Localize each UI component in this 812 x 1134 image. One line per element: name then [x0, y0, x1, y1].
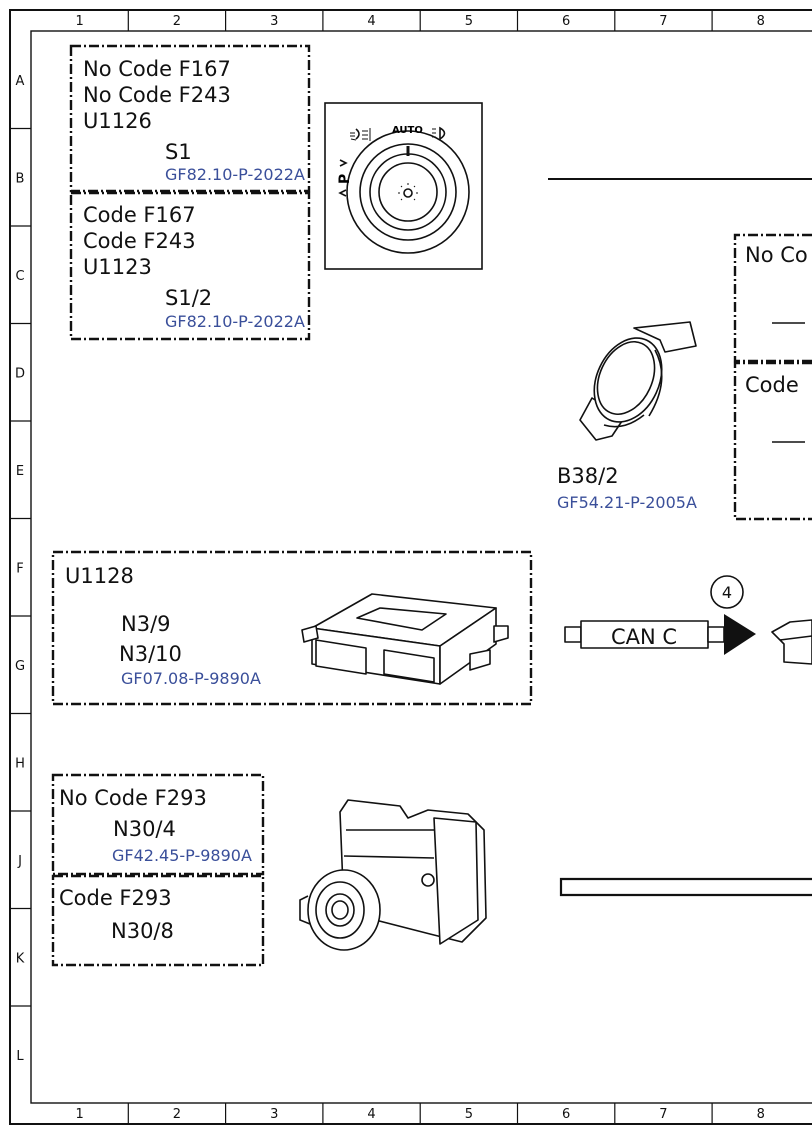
grid-column-label: 7	[659, 1107, 667, 1122]
s1-part-label: S1	[165, 140, 192, 164]
n30-code-box	[51, 874, 265, 967]
grid-row-label: D	[15, 366, 25, 381]
marker-number: 4	[722, 583, 732, 602]
outer-frame	[9, 9, 812, 1125]
n30-code-line1: Code F293	[59, 886, 172, 910]
right-code-box	[733, 361, 812, 521]
grid-column-label: 1	[76, 14, 84, 29]
grid-column-label: 6	[562, 14, 570, 29]
n30-4-part-label: N30/4	[113, 817, 176, 841]
n30-nocode-line1: No Code F293	[59, 786, 207, 810]
control-unit-illustration	[301, 593, 509, 685]
grid-column-label: 3	[270, 14, 278, 29]
right-nocode-line1: No Co	[745, 243, 808, 267]
can-connector	[564, 575, 756, 655]
grid-row-label: G	[15, 659, 25, 674]
lamp-icon	[398, 183, 418, 201]
grid-row-label: C	[15, 269, 24, 284]
grid-column-label: 7	[659, 14, 667, 29]
sensor-part-label: B38/2	[557, 464, 619, 488]
grid-column-label: 5	[465, 1107, 473, 1122]
grid-column-label: 8	[757, 1107, 765, 1122]
can-bus-label: CAN C	[611, 625, 677, 649]
grid-column-label: 6	[562, 1107, 570, 1122]
grid-row-label: K	[16, 951, 25, 966]
grid-column-label: 8	[757, 14, 765, 29]
grid-column-ruler: 1 1 2 2 3 3 4 4 5 5 6 6 7 7 8 8	[76, 10, 765, 1124]
grid-row-label: L	[16, 1049, 24, 1064]
grid-row-label: E	[16, 464, 24, 479]
grid-column-label: 4	[367, 14, 375, 29]
n30-nocode-box	[51, 773, 265, 876]
s1-nocode-line2: No Code F243	[83, 83, 231, 107]
grid-column-label: 3	[270, 1107, 278, 1122]
high-beam-icon	[432, 126, 446, 141]
right-nocode-box	[733, 233, 812, 363]
s1-code-line2: Code F243	[83, 229, 196, 253]
n3-box	[51, 550, 533, 706]
grid-column-label: 2	[173, 1107, 181, 1122]
s1-code-box	[69, 191, 311, 341]
s1-nocode-box	[69, 44, 311, 193]
switch-auto-label: AUTO	[392, 125, 423, 136]
arrow-right-icon	[724, 614, 756, 655]
grid-column-label: 1	[76, 1107, 84, 1122]
n3-ref-link[interactable]: GF07.08-P-9890A	[121, 669, 261, 688]
bus-bar	[559, 877, 812, 897]
s1-code-line3: U1123	[83, 255, 152, 279]
n30-ref-link[interactable]: GF42.45-P-9890A	[112, 846, 252, 865]
s1-2-ref-link[interactable]: GF82.10-P-2022A	[165, 312, 305, 331]
s1-ref-link[interactable]: GF82.10-P-2022A	[165, 165, 305, 184]
s1-2-part-label: S1/2	[165, 286, 212, 310]
inner-frame	[30, 30, 812, 1104]
n30-8-part-label: N30/8	[111, 919, 174, 943]
s1-nocode-line1: No Code F167	[83, 57, 231, 81]
fog-light-icon	[350, 128, 371, 141]
rain-light-sensor-illustration	[579, 321, 697, 441]
n3-10-part-label: N3/10	[119, 642, 182, 666]
hydraulic-unit-illustration	[299, 799, 487, 951]
grid-column-label: 5	[465, 14, 473, 29]
s1-nocode-line3: U1126	[83, 109, 152, 133]
grid-row-ruler: A B C D E F G H J K L	[10, 74, 31, 1064]
marker-circle	[710, 575, 744, 609]
grid-row-label: A	[16, 74, 25, 89]
light-switch-illustration: AUTO P	[324, 102, 483, 270]
grid-column-label: 2	[173, 14, 181, 29]
grid-column-label: 4	[367, 1107, 375, 1122]
grid-row-label: F	[16, 561, 23, 576]
sensor-ref-link[interactable]: GF54.21-P-2005A	[557, 493, 697, 512]
partial-control-unit	[771, 619, 812, 665]
grid-row-label: B	[16, 171, 25, 186]
n3-line1: U1128	[65, 564, 134, 588]
grid-row-label: J	[17, 854, 22, 869]
n3-9-part-label: N3/9	[121, 612, 171, 636]
right-code-line1: Code	[745, 373, 799, 397]
grid-row-label: H	[15, 756, 25, 771]
s1-code-line1: Code F167	[83, 203, 196, 227]
parking-light-icon	[338, 159, 348, 197]
switch-park-label: P	[337, 174, 353, 184]
